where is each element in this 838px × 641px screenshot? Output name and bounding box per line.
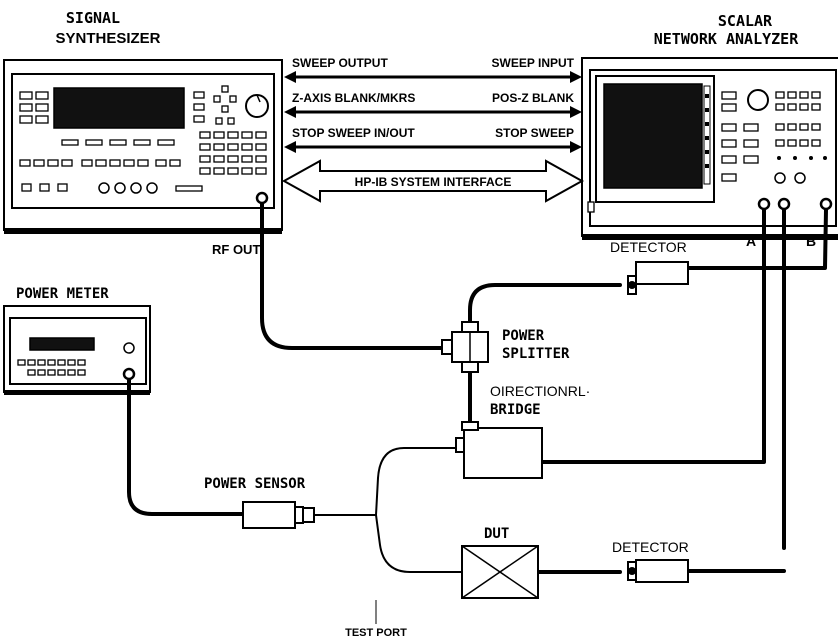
signal-synth-title: SIGNAL	[66, 9, 120, 27]
dut-label: DUT	[484, 526, 509, 542]
sweep-input-label: SWEEP INPUT	[492, 56, 575, 70]
cable-rf-out-to-splitter	[260, 202, 446, 350]
directional-bridge-label-2: BRIDGE	[490, 402, 541, 418]
rf-out-connector	[255, 191, 269, 205]
line-bridge-to-test-port	[375, 447, 458, 516]
cable-detector-to-input-b	[686, 208, 828, 270]
signal-synth-subtitle: SYNTHESIZER	[55, 30, 160, 47]
port-a-label: A	[746, 233, 756, 249]
synth-knob	[245, 94, 269, 118]
power-splitter-label-2: SPLITTER	[502, 346, 570, 362]
rf-out-label: RF OUT	[212, 242, 260, 257]
cable-splitter-to-detector	[468, 283, 622, 332]
synth-display	[53, 87, 185, 129]
hpib-label: HP-IB SYSTEM INTERFACE	[355, 175, 512, 189]
cable-meter-to-sensor	[127, 378, 245, 516]
analyzer-knob	[747, 89, 769, 111]
hpib-bus-arrow	[281, 159, 585, 203]
cable-bridge-to-input-a	[540, 208, 766, 464]
detector-top-label: DETECTOR	[610, 239, 687, 255]
input-r-connector	[777, 197, 791, 211]
directional-bridge	[455, 421, 543, 479]
detector-top	[627, 261, 689, 295]
directional-bridge-label-1: OIRECTIONRL·	[490, 383, 590, 399]
cables	[127, 202, 828, 574]
stop-sweep-label: STOP SWEEP	[495, 126, 574, 140]
pos-z-label: POS-Z BLANK	[492, 91, 574, 105]
input-b-connector	[819, 197, 833, 211]
power-meter-label: POWER METER	[16, 286, 109, 302]
sweep-output-label: SWEEP OUTPUT	[292, 56, 388, 70]
dut	[461, 545, 539, 599]
scalar-subtitle: NETWORK ANALYZER	[654, 30, 799, 48]
stop-sweep-inout-label: STOP SWEEP IN/OUT	[292, 126, 415, 140]
input-a-connector	[757, 197, 771, 211]
analyzer-screen	[603, 83, 703, 189]
z-axis-label: Z-AXIS BLANK/MKRS	[292, 91, 415, 105]
power-splitter-label-1: POWER	[502, 328, 545, 344]
port-b-label: B	[806, 233, 816, 249]
signal-synthesizer	[3, 59, 283, 234]
power-meter-display	[29, 337, 95, 351]
scalar-title: SCALAR	[718, 12, 773, 30]
power-splitter	[441, 321, 489, 373]
detector-bottom-label: DETECTOR	[612, 539, 689, 555]
scalar-network-analyzer	[581, 57, 838, 240]
detector-bottom	[627, 559, 689, 583]
test-port-label: TEST PORT	[345, 627, 407, 639]
interconnect-arrows	[281, 71, 585, 203]
power-sensor-label: POWER SENSOR	[204, 476, 306, 492]
power-sensor	[242, 501, 315, 529]
power-meter-input-connector	[122, 367, 136, 381]
line-test-port-to-dut	[314, 514, 462, 573]
power-meter	[3, 305, 151, 395]
